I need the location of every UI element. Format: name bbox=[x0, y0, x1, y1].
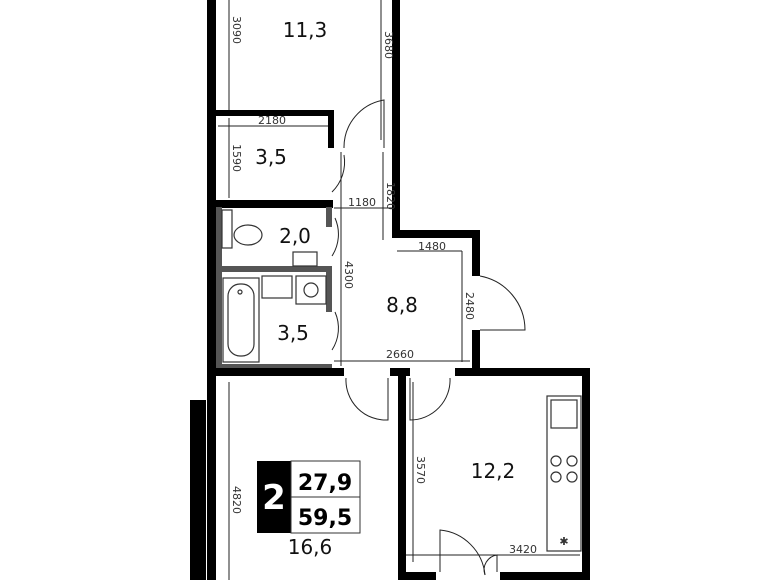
toilet-sink-icon bbox=[292, 251, 318, 267]
dimension-labels: 3090 3680 2180 1590 1820 1180 1480 4300 … bbox=[230, 16, 537, 556]
dim-label: 1820 bbox=[384, 182, 397, 210]
dim-label: 3680 bbox=[382, 31, 395, 59]
fan-icon: ✱ bbox=[559, 535, 568, 548]
room-area-kitchen: 12,2 bbox=[471, 459, 516, 483]
room-area-bathroom: 3,5 bbox=[277, 321, 309, 345]
living-area: 27,9 bbox=[298, 471, 352, 496]
area-summary-badge: 2 27,9 59,5 bbox=[257, 460, 361, 534]
fixtures: ✱ bbox=[221, 209, 582, 552]
dim-label: 2180 bbox=[258, 114, 286, 127]
total-area: 59,5 bbox=[298, 506, 352, 531]
dim-label: 1480 bbox=[418, 240, 446, 253]
toilet-icon bbox=[233, 224, 263, 246]
dim-label: 4300 bbox=[342, 261, 355, 289]
room-areas: 11,3 3,5 2,0 3,5 8,8 16,6 12,2 bbox=[255, 18, 515, 559]
dim-label: 3090 bbox=[230, 16, 243, 44]
dim-label: 1180 bbox=[348, 196, 376, 209]
dim-label: 4820 bbox=[230, 486, 243, 514]
room-area-toilet: 2,0 bbox=[279, 224, 311, 248]
dim-label: 2480 bbox=[463, 292, 476, 320]
room-area-top-room: 11,3 bbox=[283, 18, 328, 42]
dimension-lines bbox=[218, 0, 580, 580]
dim-label: 3570 bbox=[414, 456, 427, 484]
room-area-storage: 3,5 bbox=[255, 145, 287, 169]
sink-icon bbox=[261, 275, 293, 299]
room-area-bottom-room: 16,6 bbox=[288, 535, 333, 559]
kitchen-sink-icon bbox=[550, 399, 578, 429]
toilet-tank-icon bbox=[221, 209, 233, 249]
walls bbox=[190, 0, 590, 580]
doors bbox=[331, 99, 526, 576]
dim-label: 3420 bbox=[509, 543, 537, 556]
room-area-hallway: 8,8 bbox=[386, 293, 418, 317]
dim-label: 1590 bbox=[230, 144, 243, 172]
dim-label: 2660 bbox=[386, 348, 414, 361]
rooms-count: 2 bbox=[262, 478, 286, 518]
